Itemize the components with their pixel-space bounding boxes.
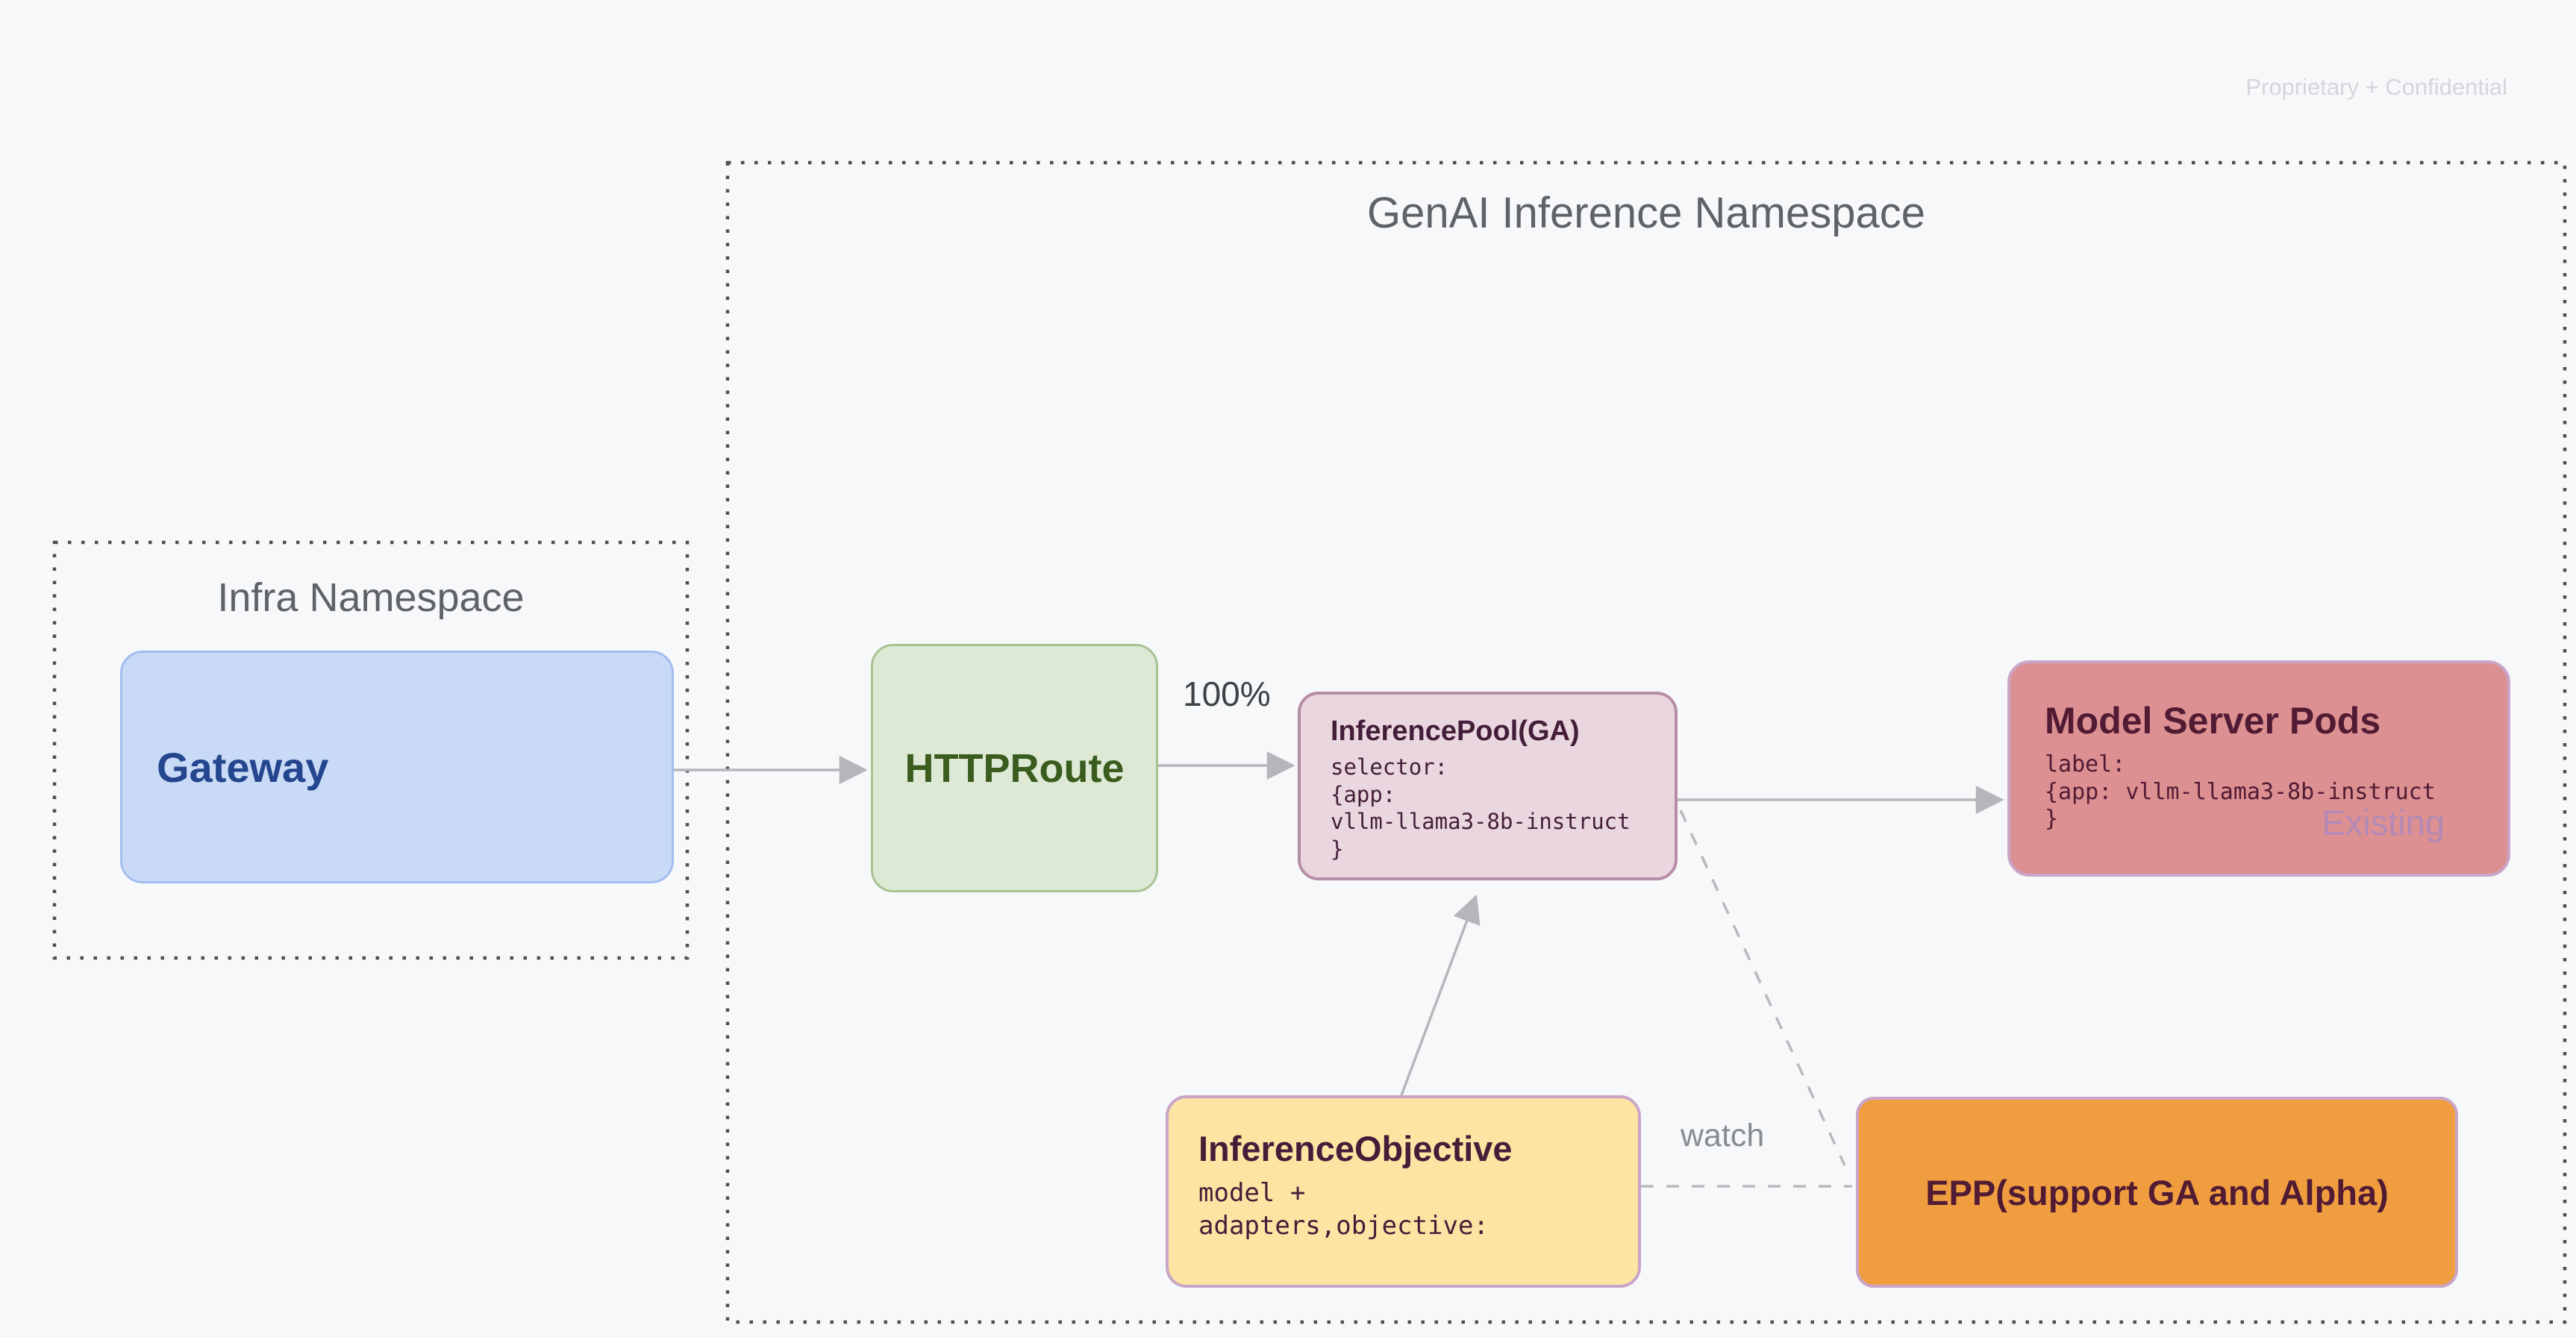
inference-objective-code: model + adapters,objective: xyxy=(1198,1178,1489,1242)
route-weight-label: 100% xyxy=(1183,674,1271,713)
existing-badge: Existing xyxy=(2322,803,2445,842)
model-server-pods-node[interactable]: Model Server Pods label: {app: vllm-llam… xyxy=(2007,660,2510,877)
inference-pool-title: InferencePool(GA) xyxy=(1331,716,1580,747)
watch-label: watch xyxy=(1681,1118,1765,1153)
inference-objective-node[interactable]: InferenceObjective model + adapters,obje… xyxy=(1166,1095,1641,1288)
confidential-watermark: Proprietary + Confidential xyxy=(2245,74,2507,100)
model-server-pods-label-code: label: {app: vllm-llama3-8b-instruct } xyxy=(2045,751,2436,833)
genai-namespace-title: GenAI Inference Namespace xyxy=(1367,189,1925,237)
genai-namespace-frame xyxy=(725,160,2567,1324)
dashed-inferencepool-to-epp xyxy=(1679,810,1846,1166)
inference-objective-title: InferenceObjective xyxy=(1198,1129,1513,1168)
infra-namespace-title: Infra Namespace xyxy=(217,575,525,620)
epp-node[interactable]: EPP(support GA and Alpha) xyxy=(1856,1097,2458,1288)
arrow-inferenceobjective-to-inferencepool xyxy=(1400,894,1481,1096)
inference-pool-selector-code: selector: {app: vllm-llama3-8b-instruct … xyxy=(1331,754,1631,862)
httproute-label: HTTPRoute xyxy=(904,745,1125,791)
inference-pool-node[interactable]: InferencePool(GA) selector: {app: vllm-l… xyxy=(1298,692,1678,880)
gateway-label: Gateway xyxy=(157,743,329,791)
httproute-node[interactable]: HTTPRoute xyxy=(871,644,1158,892)
gateway-node[interactable]: Gateway xyxy=(120,651,674,883)
epp-label: EPP(support GA and Alpha) xyxy=(1925,1172,2389,1212)
model-server-pods-title: Model Server Pods xyxy=(2045,700,2381,742)
